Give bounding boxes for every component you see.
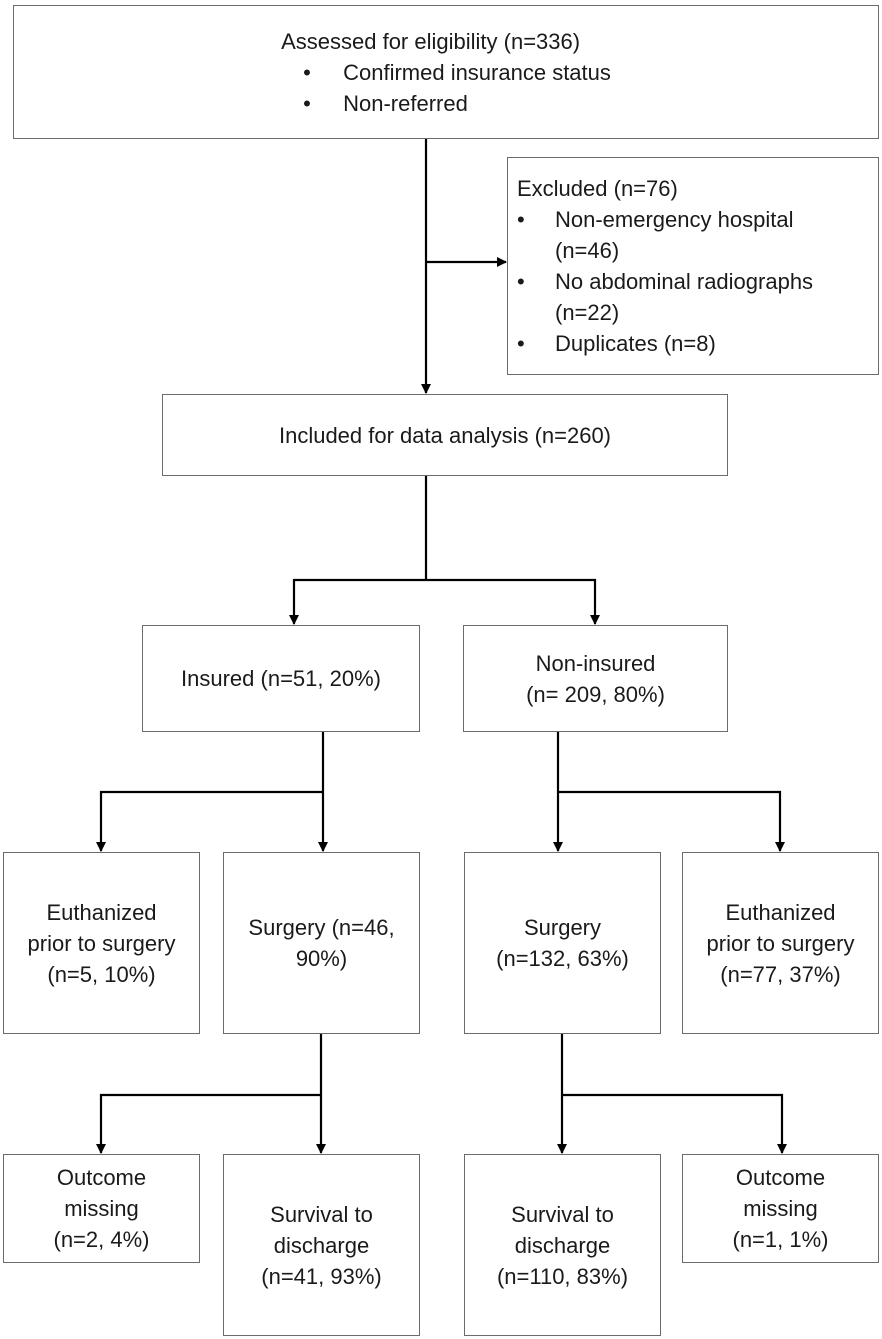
arrow-insured-to-euthanized: [96, 790, 323, 852]
arrow-to-non-insured: [426, 578, 600, 625]
assessed-title: Assessed for eligibility (n=336): [281, 28, 581, 54]
insured-survival-box: Survival to discharge (n=41, 93%): [223, 1154, 420, 1336]
non-insured-count: (n= 209, 80%): [526, 681, 665, 707]
insured-box: Insured (n=51, 20%): [142, 625, 420, 732]
excluded-title: Excluded (n=76): [517, 176, 678, 201]
non-insured-outcome-missing-box: Outcome missing (n=1, 1%): [682, 1154, 879, 1263]
non-insured-label: Non-insured: [535, 650, 656, 676]
criterion-item: Confirmed insurance status: [303, 57, 611, 88]
exclusion-item: Duplicates (n=8): [517, 328, 813, 359]
exclusion-item: No abdominal radiographs (n=22): [517, 266, 813, 328]
arrow-insured-surgery-to-missing: [96, 1093, 321, 1154]
excluded-box: Excluded (n=76) Non-emergency hospital (…: [507, 157, 879, 375]
non-insured-surgery-box: Surgery (n=132, 63%): [464, 852, 661, 1034]
arrow-non-insured-to-euthanized: [558, 790, 785, 852]
insured-label: Insured (n=51, 20%): [181, 666, 381, 691]
included-box: Included for data analysis (n=260): [162, 394, 728, 476]
arrow-non-insured-surgery-to-missing: [562, 1093, 787, 1154]
insured-euthanized-box: Euthanized prior to surgery (n=5, 10%): [3, 852, 200, 1034]
criterion-item: Non-referred: [303, 88, 611, 119]
insured-outcome-missing-box: Outcome missing (n=2, 4%): [3, 1154, 200, 1263]
included-label: Included for data analysis (n=260): [278, 422, 612, 448]
exclusion-item: Non-emergency hospital (n=46): [517, 204, 813, 266]
non-insured-survival-box: Survival to discharge (n=110, 83%): [464, 1154, 661, 1336]
assessed-box: Assessed for eligibility (n=336) Confirm…: [13, 5, 879, 139]
arrow-to-insured: [289, 578, 426, 625]
non-insured-box: Non-insured (n= 209, 80%): [463, 625, 728, 732]
insured-surgery-box: Surgery (n=46, 90%): [223, 852, 420, 1034]
non-insured-euthanized-box: Euthanized prior to surgery (n=77, 37%): [682, 852, 879, 1034]
